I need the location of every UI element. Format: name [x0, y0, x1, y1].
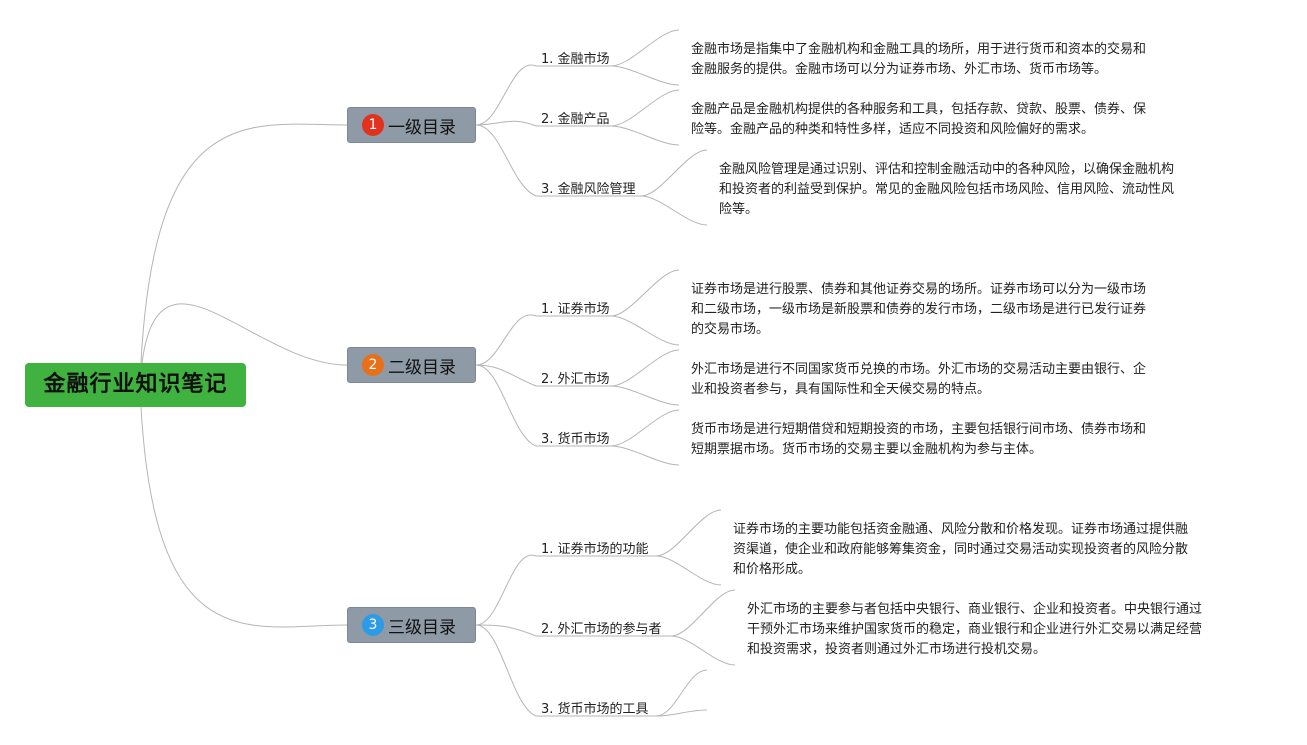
subtopic-3-3[interactable]: 3. 货币市场的工具 [541, 702, 649, 717]
description-3-1: 证券市场的主要功能包括资金融通、风险分散和价格发现。证券市场通过提供融资渠道，使… [733, 520, 1188, 580]
subtopic-1-3[interactable]: 3. 金融风险管理 [541, 182, 636, 197]
subtopic-3-1[interactable]: 1. 证券市场的功能 [541, 542, 649, 557]
fan-bottom-3-2 [670, 635, 736, 666]
fan-bottom-2-2 [610, 385, 680, 406]
description-line: 的交易市场。 [691, 322, 770, 337]
description-1-2: 金融产品是金融机构提供的各种服务和工具，包括存款、贷款、股票、债券、保险等。金融… [691, 100, 1146, 140]
description-1-3: 金融风险管理是通过识别、评估和控制金融活动中的各种风险，以确保金融机构和投资者的… [719, 160, 1174, 220]
sub-branch-1-3 [475, 124, 641, 197]
description-line: 险等。 [719, 202, 759, 217]
fan-top-2-2 [610, 349, 680, 387]
root-topic[interactable]: 金融行业知识笔记 [25, 363, 246, 407]
description-line: 金融风险管理是通过识别、评估和控制金融活动中的各种风险，以确保金融机构 [719, 162, 1175, 177]
subtopic-3-2[interactable]: 2. 外汇市场的参与者 [541, 622, 662, 637]
fan-top-1-3 [640, 149, 708, 197]
fan-top-2-1 [610, 269, 680, 317]
description-2-1: 证券市场是进行股票、债券和其他证券交易的场所。证券市场可以分为一级市场和二级市场… [691, 280, 1146, 340]
description-line: 证券市场是进行股票、债券和其他证券交易的场所。证券市场可以分为一级市场 [691, 282, 1147, 297]
description-2-2: 外汇市场是进行不同国家货币兑换的市场。外汇市场的交易活动主要由银行、企业和投资者… [691, 360, 1146, 400]
sub-branch-3-3 [475, 624, 656, 717]
category-label: 三级目录 [388, 617, 456, 638]
fan-bottom-1-3 [640, 195, 708, 226]
description-3-2: 外汇市场的主要参与者包括中央银行、商业银行、企业和投资者。中央银行通过干预外汇市… [747, 600, 1202, 660]
description-line: 业和投资者参与，具有国际性和全天候交易的特点。 [691, 382, 991, 397]
description-line: 金融产品是金融机构提供的各种服务和工具，包括存款、贷款、股票、债券、保 [691, 102, 1147, 117]
fan-top-3-3 [655, 669, 708, 717]
root-branch-3 [139, 384, 348, 628]
description-line: 和投资需求，投资者则通过外汇市场进行投机交易。 [747, 642, 1047, 657]
sub-branch-3-1 [475, 554, 656, 626]
subtopic-1-2[interactable]: 2. 金融产品 [541, 112, 610, 127]
description-2-3: 货币市场是进行短期借贷和短期投资的市场，主要包括银行间市场、债券市场和短期票据市… [691, 420, 1146, 460]
fan-bottom-1-2 [610, 125, 680, 146]
fan-bottom-2-3 [610, 445, 680, 466]
category-label: 二级目录 [388, 357, 456, 378]
subtopic-2-3[interactable]: 3. 货币市场 [541, 432, 610, 447]
root-branch-1 [139, 123, 348, 386]
description-line: 和投资者的利益受到保护。常见的金融风险包括市场风险、信用风险、流动性风 [719, 182, 1175, 197]
fan-bottom-1-1 [610, 65, 680, 86]
description-1-1: 金融市场是指集中了金融机构和金融工具的场所，用于进行货币和资本的交易和金融服务的… [691, 40, 1146, 80]
description-line: 金融市场是指集中了金融机构和金融工具的场所，用于进行货币和资本的交易和 [691, 42, 1147, 57]
subtopic-2-1[interactable]: 1. 证券市场 [541, 302, 610, 317]
fan-top-1-1 [610, 29, 680, 67]
fan-top-3-1 [655, 509, 722, 557]
fan-bottom-2-1 [610, 315, 680, 346]
fan-bottom-3-3 [655, 709, 708, 717]
description-line: 干预外汇市场来维护国家货币的稳定，商业银行和企业进行外汇交易以满足经营 [747, 622, 1203, 637]
category-label: 一级目录 [388, 117, 456, 138]
description-line: 证券市场的主要功能包括资金融通、风险分散和价格发现。证券市场通过提供融 [733, 522, 1189, 537]
sub-branch-2-2 [475, 364, 611, 387]
description-line: 外汇市场的主要参与者包括中央银行、商业银行、企业和投资者。中央银行通过 [747, 602, 1203, 617]
subtopic-2-2[interactable]: 2. 外汇市场 [541, 372, 610, 387]
number-badge-icon: 3 [362, 614, 384, 636]
description-line: 险等。金融产品的种类和特性多样，适应不同投资和风险偏好的需求。 [691, 122, 1095, 137]
sub-branch-2-3 [475, 364, 611, 447]
description-line: 短期票据市场。货币市场的交易主要以金融机构为参与主体。 [691, 442, 1043, 457]
root-branch-2 [139, 303, 348, 386]
sub-branch-1-2 [475, 120, 611, 127]
fan-top-2-3 [610, 409, 680, 447]
sub-branch-2-1 [475, 314, 611, 366]
description-line: 金融服务的提供。金融市场可以分为证券市场、外汇市场、货币市场等。 [691, 62, 1108, 77]
sub-branch-1-1 [475, 64, 611, 126]
fan-top-3-2 [670, 589, 736, 637]
description-line: 和价格形成。 [733, 562, 812, 577]
description-line: 外汇市场是进行不同国家货币兑换的市场。外汇市场的交易活动主要由银行、企 [691, 362, 1147, 377]
number-badge-icon: 1 [362, 114, 384, 136]
subtopic-1-1[interactable]: 1. 金融市场 [541, 52, 610, 67]
description-line: 和二级市场，一级市场是新股票和债券的发行市场，二级市场是进行已发行证券 [691, 302, 1147, 317]
description-line: 货币市场是进行短期借贷和短期投资的市场，主要包括银行间市场、债券市场和 [691, 422, 1147, 437]
fan-top-1-2 [610, 89, 680, 127]
fan-bottom-3-1 [655, 555, 722, 586]
description-line: 资渠道，使企业和政府能够筹集资金，同时通过交易活动实现投资者的风险分散 [733, 542, 1189, 557]
sub-branch-3-2 [475, 624, 671, 637]
number-badge-icon: 2 [362, 354, 384, 376]
